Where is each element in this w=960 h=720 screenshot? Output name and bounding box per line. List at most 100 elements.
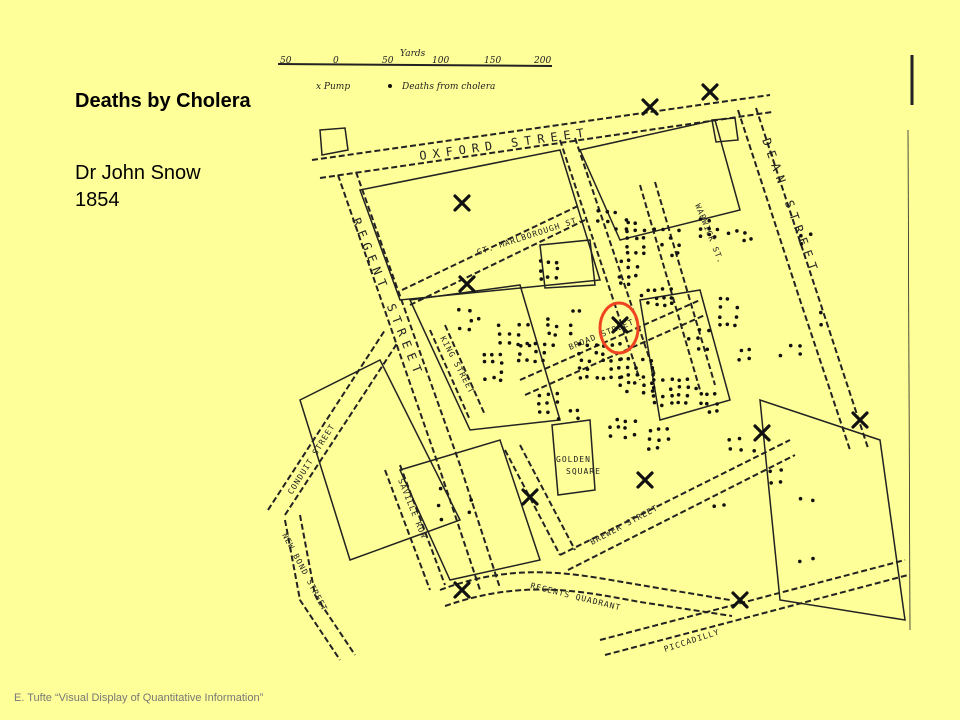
death-dot <box>519 344 523 348</box>
death-dot <box>768 469 772 474</box>
death-dot <box>698 234 703 238</box>
death-dot <box>594 343 599 347</box>
death-dot <box>670 253 674 258</box>
death-dot <box>676 393 681 397</box>
death-dot <box>539 269 543 273</box>
pump-marker <box>636 471 654 489</box>
death-dot <box>752 449 756 453</box>
death-dot <box>669 296 674 300</box>
death-dot <box>626 220 630 225</box>
death-dot <box>635 373 640 377</box>
death-dot <box>577 351 581 356</box>
death-dot <box>725 322 730 327</box>
death-legend-dot <box>388 84 392 88</box>
death-dot <box>626 265 630 270</box>
death-dot <box>707 328 711 333</box>
author-name: Dr John Snow <box>75 162 201 184</box>
death-dot <box>623 435 628 440</box>
death-dot <box>661 394 665 399</box>
pump-marker <box>453 194 471 212</box>
death-dot <box>555 400 560 404</box>
death-dot <box>554 260 559 265</box>
death-dot <box>490 359 495 364</box>
death-dot <box>712 392 717 396</box>
death-dot <box>625 236 629 240</box>
death-dot <box>646 288 650 293</box>
death-dot <box>517 322 521 327</box>
death-dot <box>568 409 573 413</box>
death-dot <box>734 315 739 319</box>
death-dot <box>633 419 638 424</box>
death-dot <box>614 227 618 231</box>
death-dot <box>624 218 629 222</box>
death-dot <box>696 347 701 351</box>
street-network <box>267 94 909 661</box>
death-dot <box>596 219 600 223</box>
broad-street-pump-highlight <box>598 301 640 355</box>
death-dot <box>615 417 619 422</box>
death-dot <box>722 503 726 507</box>
death-dot <box>539 277 544 281</box>
death-dot <box>507 332 512 336</box>
death-dot <box>439 517 444 522</box>
death-dot <box>609 367 613 371</box>
death-dot <box>469 318 474 323</box>
death-dot <box>542 350 547 355</box>
death-dot <box>649 359 654 363</box>
death-dot <box>609 359 613 363</box>
death-dot <box>669 301 674 306</box>
death-dot <box>718 323 722 327</box>
death-dot <box>696 336 700 340</box>
death-dot <box>651 394 656 398</box>
death-dot <box>527 343 532 348</box>
death-dot <box>641 375 646 379</box>
scale-label: Yards <box>400 49 426 59</box>
death-dot <box>698 217 703 221</box>
death-dot <box>779 468 783 472</box>
death-dot <box>660 403 664 408</box>
death-dot <box>619 259 624 264</box>
death-dot <box>647 437 652 441</box>
death-dot <box>498 352 503 357</box>
death-dot <box>616 425 621 429</box>
death-dot <box>546 323 550 327</box>
death-dot <box>613 210 617 215</box>
death-dot <box>625 365 630 370</box>
death-dot <box>641 357 645 362</box>
pump-legend: x Pump <box>316 82 350 92</box>
death-dot <box>655 302 659 307</box>
death-dot <box>545 401 549 405</box>
slide-title: Deaths by Cholera <box>75 90 251 112</box>
death-dot <box>656 427 661 431</box>
death-dot <box>568 331 573 336</box>
death-dot <box>677 378 681 383</box>
death-dot <box>632 432 637 437</box>
death-dot <box>819 310 823 315</box>
death-dot <box>497 332 502 336</box>
death-dot <box>799 242 804 246</box>
death-dot <box>625 250 630 255</box>
map-frame <box>277 55 914 631</box>
death-dot <box>728 447 733 451</box>
death-dot <box>652 378 656 382</box>
death-dot <box>639 293 644 298</box>
death-dot <box>499 361 504 365</box>
death-dot <box>641 236 646 240</box>
death-dot <box>634 251 638 255</box>
death-dot <box>625 389 629 394</box>
death-dot <box>490 352 494 357</box>
death-dot <box>633 228 637 233</box>
death-dot <box>594 350 599 355</box>
death-dot <box>808 232 813 236</box>
deaths-legend: Deaths from cholera <box>401 82 495 92</box>
death-dot <box>707 226 711 231</box>
source-credit: E. Tufte “Visual Display of Quantitative… <box>14 692 264 704</box>
death-dot <box>646 301 650 305</box>
pumps-layer <box>453 83 869 609</box>
death-dot <box>626 356 631 361</box>
death-dot <box>798 559 802 564</box>
death-dot <box>727 438 731 442</box>
death-dot <box>577 342 582 346</box>
death-dot <box>747 347 751 352</box>
death-dot <box>697 328 702 332</box>
